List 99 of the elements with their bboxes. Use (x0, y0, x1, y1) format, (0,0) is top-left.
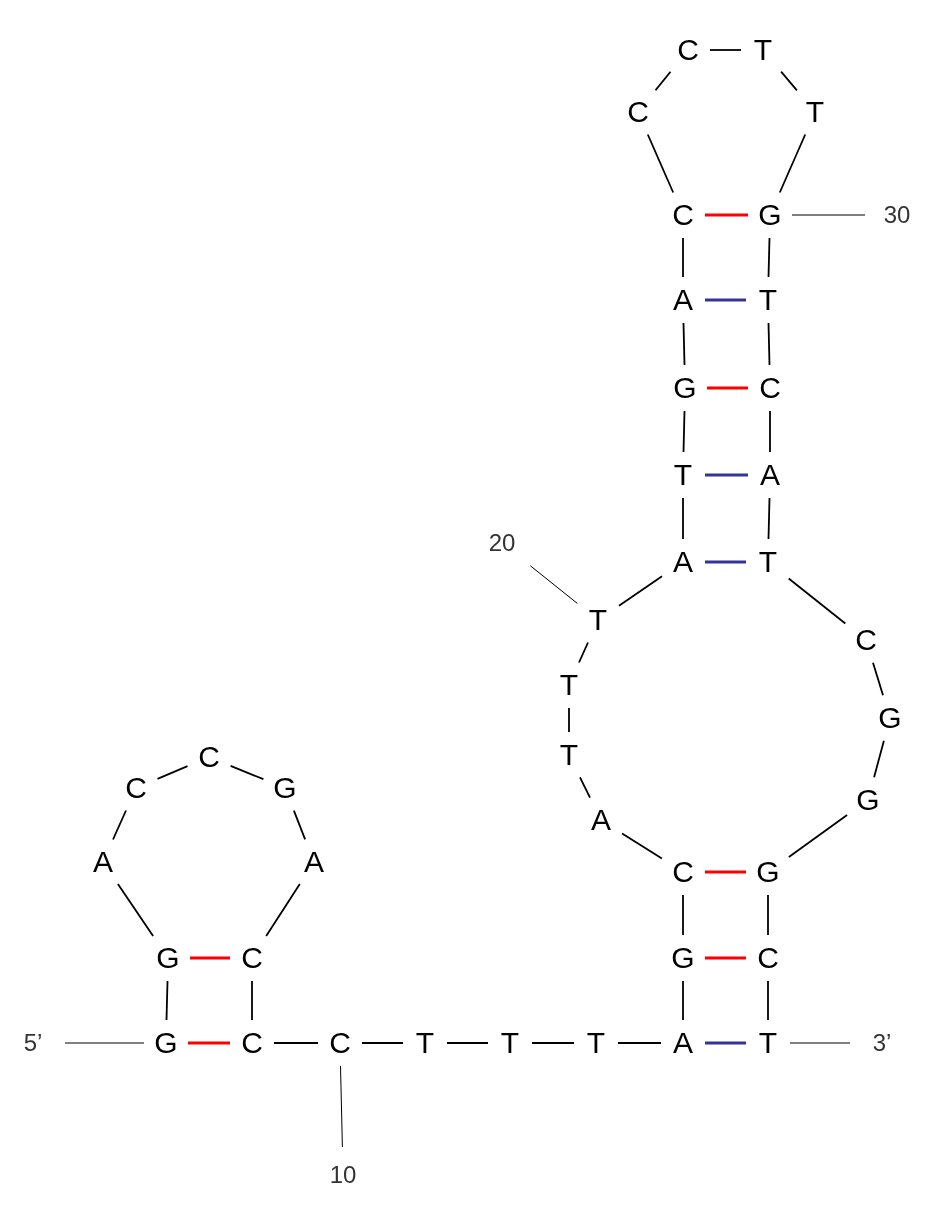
backbone-line (568, 707, 570, 733)
base-pair-bond (705, 956, 746, 960)
nucleotide-letter: T (582, 603, 614, 637)
backbone-line (682, 980, 684, 1021)
backbone-line (117, 883, 154, 937)
leader-line (64, 1042, 145, 1044)
backbone-line (361, 1042, 404, 1044)
backbone-line (293, 809, 306, 841)
backbone-line (578, 641, 589, 664)
backbone-line (767, 497, 771, 540)
nucleotide-letter: T (747, 33, 779, 67)
backbone-line (579, 776, 591, 799)
nucleotide-letter: G (669, 371, 701, 405)
backbone-line (265, 883, 301, 937)
nucleotide-letter: A (585, 803, 617, 837)
backbone-line (780, 70, 798, 92)
nucleotide-letter: T (580, 1026, 612, 1060)
nucleotide-letter: C (754, 371, 786, 405)
base-pair-bond (705, 560, 746, 564)
leader-line (789, 1042, 851, 1044)
backbone-line (767, 894, 769, 936)
backbone-line (165, 980, 169, 1021)
leader-line (340, 1065, 343, 1148)
backbone-line (873, 739, 885, 779)
backbone-line (788, 814, 848, 858)
backbone-line (156, 765, 189, 780)
leader-line (791, 214, 866, 216)
nucleotide-letter: G (752, 855, 784, 889)
base-pair-bond (705, 1041, 746, 1045)
nucleotide-letter: T (752, 545, 784, 579)
nucleotide-letter: T (409, 1026, 441, 1060)
leader-line (529, 565, 578, 604)
backbone-line (682, 497, 684, 540)
backbone-line (787, 577, 847, 625)
nucleotide-letter: C (667, 198, 699, 232)
backbone-line (531, 1042, 575, 1044)
backbone-line (112, 809, 127, 841)
position-label: 5’ (15, 1029, 51, 1057)
base-pair-bond (705, 298, 746, 302)
nucleotide-letter: C (324, 1026, 356, 1060)
nucleotide-letter: C (193, 740, 225, 774)
backbone-line (654, 70, 672, 92)
backbone-line (446, 1042, 489, 1044)
nucleotide-letter: T (553, 738, 585, 772)
nucleotide-letter: A (667, 1026, 699, 1060)
nucleotide-letter: A (298, 845, 330, 879)
nucleotide-letter: C (850, 623, 882, 657)
backbone-line (767, 322, 771, 366)
backbone-line (646, 133, 675, 194)
nucleotide-letter: T (667, 458, 699, 492)
backbone-line (618, 575, 663, 607)
nucleotide-letter: G (269, 771, 301, 805)
nucleotide-letter: T (494, 1026, 526, 1060)
backbone-line (251, 980, 253, 1021)
nucleotide-letter: C (752, 941, 784, 975)
position-label: 3’ (864, 1029, 900, 1057)
backbone-line (767, 980, 769, 1021)
nucleotide-letter: A (667, 283, 699, 317)
backbone-line (709, 49, 742, 51)
nucleotide-letter: C (120, 771, 152, 805)
backbone-line (229, 764, 265, 781)
backbone-line (682, 410, 686, 453)
base-pair-bond (188, 1041, 230, 1045)
backbone-line (769, 410, 771, 453)
backbone-line (682, 322, 686, 366)
nucleotide-letter: T (752, 283, 784, 317)
nucleotide-letter: C (672, 33, 704, 67)
base-pair-bond (707, 386, 748, 390)
base-pair-bond (705, 213, 748, 217)
base-pair-bond (190, 956, 230, 960)
nucleotide-letter: G (852, 783, 884, 817)
backbone-line (872, 661, 884, 697)
nucleotide-letter: A (667, 545, 699, 579)
backbone-line (682, 237, 684, 278)
nucleotide-letter: T (553, 668, 585, 702)
nucleotide-letter: G (754, 198, 786, 232)
nucleotide-letter: G (150, 1026, 182, 1060)
nucleotide-letter: G (667, 941, 699, 975)
position-label: 20 (484, 529, 520, 557)
nucleotide-letter: A (87, 845, 119, 879)
position-label: 30 (879, 201, 915, 229)
backbone-line (682, 894, 684, 936)
backbone-line (767, 237, 771, 278)
nucleotide-letter: C (236, 941, 268, 975)
backbone-line (621, 832, 663, 860)
backbone-line (617, 1042, 662, 1044)
nucleotide-letter: C (667, 855, 699, 889)
nucleotide-letter: C (236, 1026, 268, 1060)
nucleotide-letter: A (754, 458, 786, 492)
base-pair-bond (705, 870, 746, 874)
nucleotide-letter: G (152, 941, 184, 975)
nucleotide-letter: G (874, 701, 906, 735)
backbone-line (778, 133, 807, 194)
nucleotide-letter: T (799, 95, 831, 129)
base-pair-bond (705, 473, 748, 477)
nucleotide-letter: C (622, 95, 654, 129)
backbone-line (273, 1042, 319, 1044)
position-label: 10 (325, 1161, 361, 1189)
nucleotide-letter: T (752, 1026, 784, 1060)
